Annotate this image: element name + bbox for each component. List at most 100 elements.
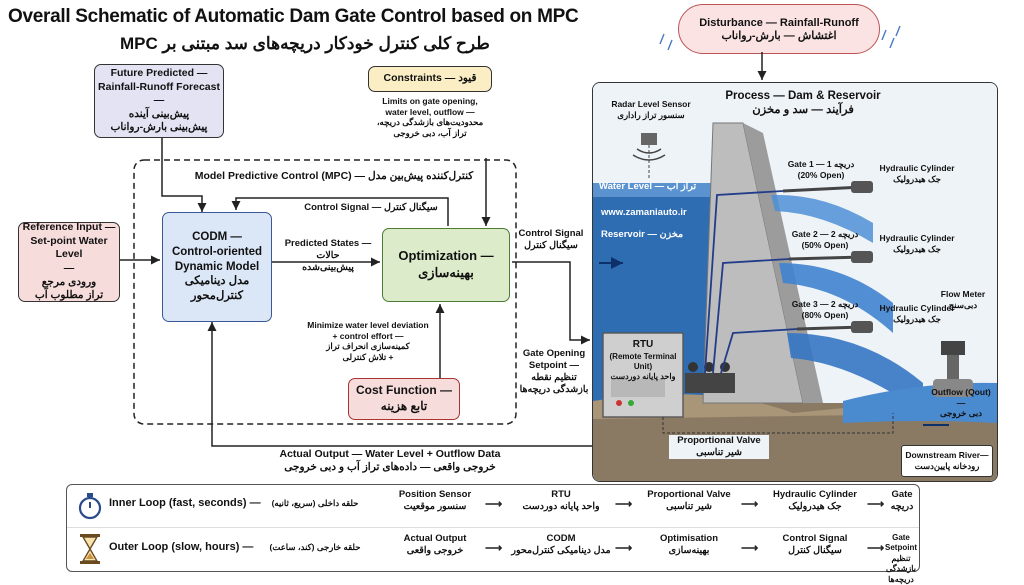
cost-note: Minimize water level deviation + control…: [300, 320, 436, 363]
rtu-cabinet-icon: [602, 332, 684, 418]
rtu-label: RTU (Remote Terminal Unit) واحد پایانه د…: [605, 339, 681, 382]
actual-output-line1: Actual Output — Water Level + Outflow Da…: [279, 448, 501, 460]
reference-input-box: Reference Input — Set-point Water Level …: [18, 221, 120, 302]
cost-function-line2: تابع هزینه: [380, 399, 428, 413]
optimization-line1: Optimization —: [398, 248, 494, 264]
predicted-states-line1: Predicted States —: [284, 238, 372, 249]
outer-step-3-fa: بهینه‌سازی: [668, 545, 710, 557]
downstream-river-box: Downstream River— رودخانه پایین‌دست: [901, 445, 993, 477]
outflow-label: Outflow (Qout) — دبی خروجی: [927, 387, 995, 419]
process-title: Process — Dam & Reservoir فرآیند — سد و …: [703, 89, 903, 118]
inner-arrow-2: ⟶: [615, 497, 633, 511]
outer-arrow-4: ⟶: [867, 541, 885, 555]
gate-1-open: (20% Open): [797, 169, 845, 180]
cost-function-line1: Cost Function —: [356, 383, 452, 398]
cost-note-line1: Minimize water level deviation: [307, 320, 429, 330]
codm-line3: Dynamic Model: [174, 260, 260, 273]
outflow-en: Outflow (Qout) —: [931, 387, 991, 408]
codm-box: CODM — Control-oriented Dynamic Model مد…: [162, 212, 272, 322]
radar-label-fa: سنسور تراز راداری: [617, 109, 685, 120]
outer-arrow-2: ⟶: [615, 541, 633, 555]
stopwatch-icon: [78, 493, 102, 520]
outer-arrow-1: ⟶: [485, 541, 503, 555]
codm-line5: کنترل‌محور: [190, 290, 244, 303]
forecast-line5: پیش‌بینی بارش-رواناب: [110, 121, 208, 134]
codm-line2: Control-oriented: [171, 245, 263, 258]
control-signal-out-line2: سیگنال کنترل: [524, 239, 578, 251]
cylinder-2-fa: جک هیدرولیک: [893, 243, 941, 254]
gate-1-name: Gate 1 — دریچه 1: [787, 159, 855, 169]
disturbance-label-fa: اغتشاش — بارش-رواناب: [721, 29, 837, 42]
constraints-text-1: Limits on gate opening,: [382, 96, 478, 106]
cylinder-3-fa: جک هیدرولیک: [893, 313, 941, 324]
valve-en: Proportional Valve: [677, 435, 761, 446]
outer-step-3-en: Optimisation: [659, 533, 719, 544]
forecast-line4: پیش‌بینی آینده: [128, 107, 190, 120]
inner-step-2-en: RTU: [551, 489, 571, 500]
title-en: Overall Schematic of Automatic Dam Gate …: [8, 6, 579, 27]
predicted-states-line2: حالات: [316, 249, 340, 261]
outer-step-1-en: Actual Output: [403, 533, 467, 544]
rtu-fa: واحد پایانه دوردست: [610, 371, 676, 381]
actual-output-label: Actual Output — Water Level + Outflow Da…: [240, 448, 540, 474]
inner-loop-row: Inner Loop (fast, seconds) — (حلقه داخلی…: [67, 485, 919, 528]
constraints-text-3: محدودیت‌های بازشدگی دریچه،: [376, 117, 484, 128]
forecast-line3: —: [153, 94, 165, 107]
cost-function-box: Cost Function — تابع هزینه: [348, 378, 460, 420]
inner-step-2-fa: واحد پایانه دوردست: [522, 501, 600, 513]
gate-setpoint-line4: بازشدگی دریچه‌ها: [519, 383, 589, 395]
process-title-en: Process — Dam & Reservoir: [725, 90, 881, 102]
actual-output-line2: خروجی واقعی — داده‌های تراز آب و دبی خرو…: [284, 461, 496, 474]
rtu-subtitle: (Remote Terminal Unit): [609, 351, 677, 371]
cylinder-3-label: Hydraulic Cylinder جک هیدرولیک: [877, 303, 957, 324]
outer-step-1-fa: خروجی واقعی: [406, 545, 464, 557]
constraints-text-2: water level, outflow —: [385, 106, 475, 117]
mpc-boundary: [133, 159, 517, 425]
reference-line5: تراز مطلوب آب: [34, 289, 104, 302]
dam-illustration: [593, 83, 997, 481]
radar-label-en: Radar Level Sensor: [611, 99, 691, 109]
disturbance-cloud: Disturbance — Rainfall-Runoff اغتشاش — ب…: [678, 4, 880, 54]
inner-step-1-fa: سنسور موقعیت: [403, 501, 467, 513]
rtu-title: RTU: [632, 339, 654, 350]
optimization-box: Optimization — بهینه‌سازی: [382, 228, 510, 302]
cylinder-1-label: Hydraulic Cylinder جک هیدرولیک: [877, 163, 957, 184]
outer-step-4-fa: سیگنال کنترل: [788, 545, 842, 557]
constraints-title: Constraints — قیود: [383, 72, 477, 85]
control-signal-inner-label: Control Signal — سیگنال کنترل: [304, 202, 438, 213]
inner-step-3-fa: شیر تناسبی: [666, 501, 712, 513]
outer-step-5-fa: تنظیم بازشدگی دریچه‌ها: [886, 553, 916, 584]
proportional-valve-icon: [685, 362, 735, 393]
codm-line4: مدل دینامیکی: [184, 275, 250, 288]
gate-2-label: Gate 2 — دریچه 2 (50% Open): [785, 229, 865, 250]
gate-setpoint-line3: تنظیم نقطه: [531, 371, 577, 383]
process-title-fa: فرآیند — سد و مخزن: [752, 104, 854, 117]
forecast-box: Future Predicted — Rainfall-Runoff Forec…: [94, 64, 224, 138]
inner-loop-label-fa: (حلقه داخلی (سریع، ثانیه: [271, 498, 359, 508]
gate-3-label: Gate 3 — دریچه 2 (80% Open): [785, 299, 865, 320]
inner-step-3-en: Proportional Valve: [647, 489, 731, 500]
gate-3-name: Gate 3 — دریچه 2: [791, 299, 859, 309]
inner-step-5-en: Gate: [891, 489, 913, 500]
outer-loop-label: Outer Loop (slow, hours) —: [109, 541, 254, 553]
inner-step-4-fa: جک هیدرولیک: [788, 501, 842, 513]
codm-line1: CODM —: [192, 230, 242, 243]
optimization-line2: بهینه‌سازی: [418, 265, 474, 280]
cost-note-line2: + control effort —: [332, 330, 404, 341]
inner-step-5-fa: دریچه: [890, 501, 914, 513]
gate-2-name: Gate 2 — دریچه 2: [791, 229, 859, 239]
control-signal-out-label: Control Signal سیگنال کنترل: [516, 228, 586, 252]
hourglass-icon: [80, 534, 100, 564]
gate-3-open: (80% Open): [801, 309, 849, 320]
gate-1-label: Gate 1 — دریچه 1 (20% Open): [781, 159, 861, 180]
flow-meter-label: Flow Meter دبی‌سنج: [933, 289, 993, 310]
rain-icon: [659, 25, 901, 51]
outer-step-4-en: Control Signal: [782, 533, 848, 544]
inner-arrow-4: ⟶: [867, 497, 885, 511]
